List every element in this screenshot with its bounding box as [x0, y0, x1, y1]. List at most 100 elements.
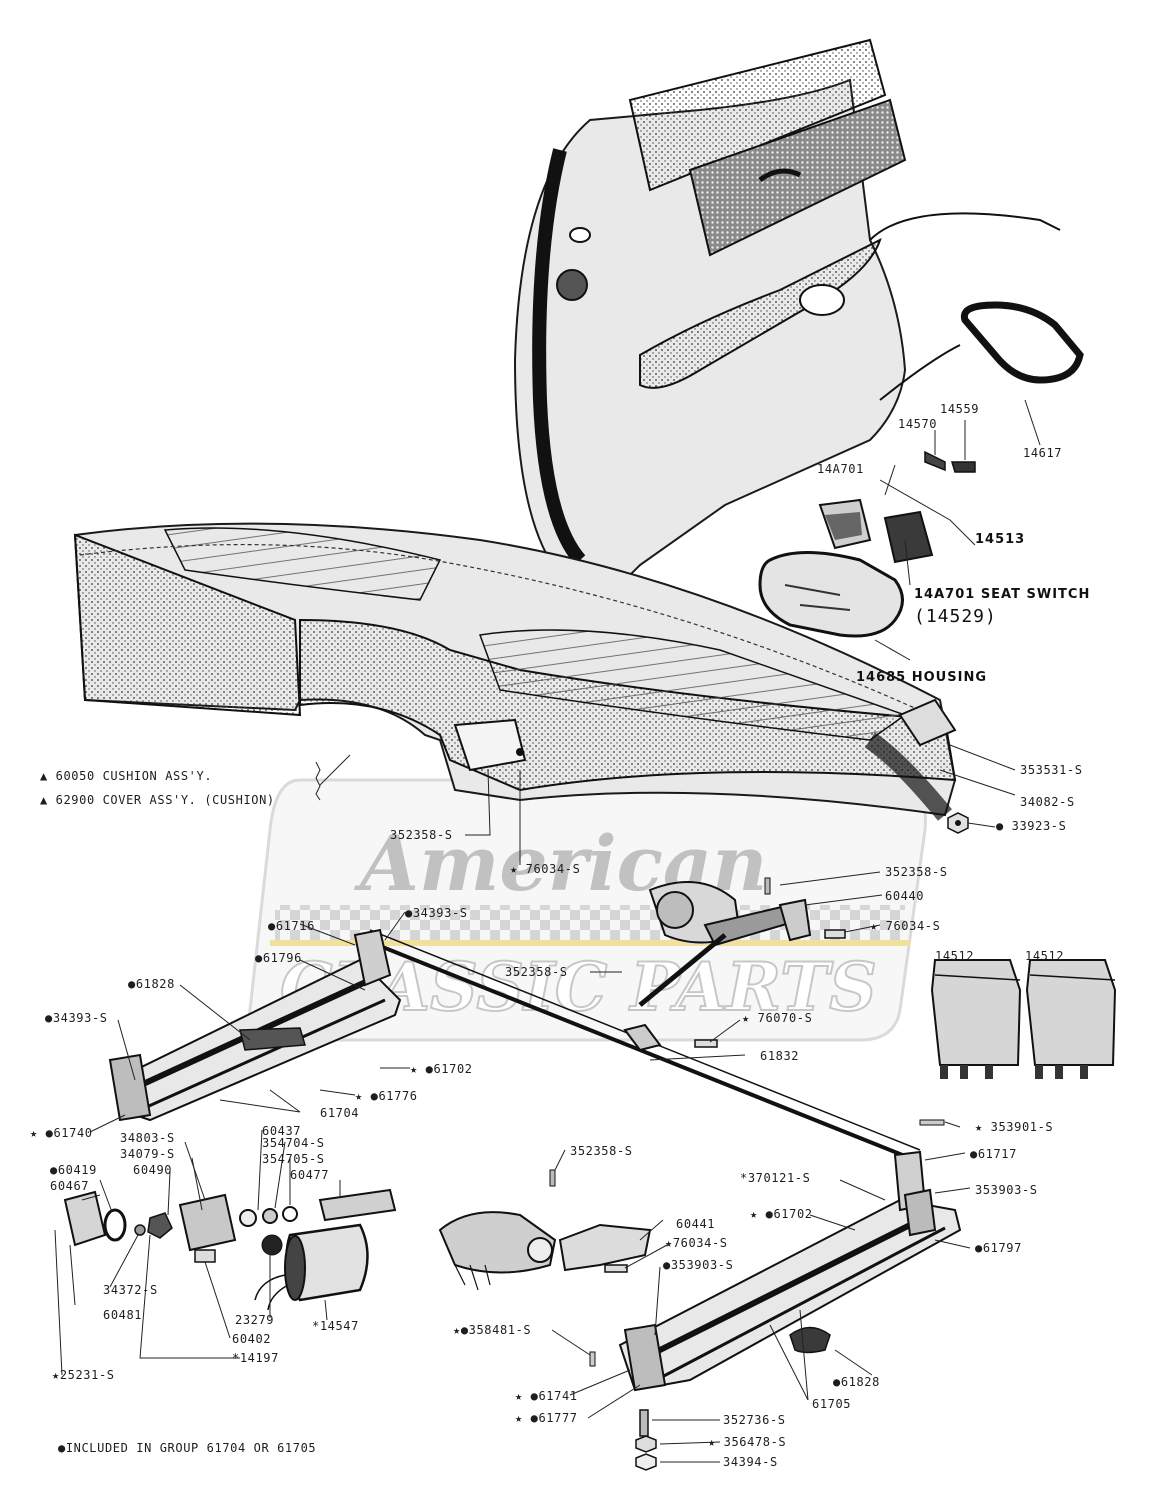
part-14513-switch-body	[883, 510, 934, 564]
label-14617: 14617	[1023, 446, 1062, 460]
part-60441-bracket	[558, 1223, 652, 1272]
label-353903-S-a: 353903-S	[975, 1183, 1038, 1197]
left-seat-track	[108, 928, 402, 1122]
door-armrest	[639, 238, 882, 389]
part-60440-bracket	[778, 898, 812, 942]
part-352358-pin-d	[549, 1169, 556, 1187]
label-14570: 14570	[898, 417, 937, 431]
part-labels: 14617 14559 14570 14A701 14513 14A701 SE…	[30, 402, 1090, 1469]
label-14512-a: 14512	[935, 949, 974, 963]
part-61828-gear-a	[239, 1027, 306, 1051]
label-34394-S: 34394-S	[723, 1455, 778, 1469]
part-14559-clip	[950, 461, 976, 473]
part-61741-riser	[623, 1323, 667, 1392]
part-76034-pin-b	[824, 929, 846, 939]
label-356478-S: ★ 356478-S	[708, 1435, 786, 1449]
label-14547: *14547	[312, 1319, 359, 1333]
label-cushion-assy: ▲ 60050 CUSHION ASS'Y.	[40, 769, 212, 783]
part-61832-cross-bar	[364, 929, 921, 1162]
label-353903-S-b: ●353903-S	[663, 1258, 733, 1272]
label-60440: 60440	[885, 889, 924, 903]
cushion-pleat-left	[163, 527, 442, 601]
part-14512-solenoid-a	[930, 959, 1022, 1079]
label-353531-S: 353531-S	[1020, 763, 1083, 777]
label-60402: 60402	[232, 1332, 271, 1346]
label-352358-S-a: 352358-S	[390, 828, 453, 842]
part-60437-housing	[178, 1193, 237, 1252]
label-61828-b: ●61828	[833, 1375, 880, 1389]
label-60490: 60490	[133, 1163, 172, 1177]
label-60477: 60477	[290, 1168, 329, 1182]
label-358481-S: ★●358481-S	[453, 1323, 531, 1337]
label-60437: 60437	[262, 1124, 301, 1138]
label-61717: ●61717	[970, 1147, 1017, 1161]
part-356478-nut	[635, 1435, 657, 1453]
label-14197: *14197	[232, 1351, 279, 1365]
label-60419: ●60419	[50, 1163, 97, 1177]
label-61741: ★ ●61741	[515, 1389, 578, 1403]
part-60481-cover	[63, 1190, 107, 1247]
label-14685-housing: 14685 HOUSING	[856, 670, 987, 685]
door-handle	[758, 168, 802, 183]
part-354705-washer	[262, 1208, 278, 1224]
part-354704-washer	[239, 1209, 257, 1227]
label-34082-S: 34082-S	[1020, 795, 1075, 809]
leader-lines	[54, 399, 1041, 1463]
gold-stripe	[270, 940, 910, 946]
part-60477-shaft	[318, 1188, 397, 1222]
label-34803-S: 34803-S	[120, 1131, 175, 1145]
seat-adjuster-center	[638, 877, 846, 1007]
label-61704: 61704	[320, 1106, 359, 1120]
door-top-rail	[628, 38, 887, 192]
part-61828-gear-b	[789, 1326, 831, 1354]
label-34393-S-a: ●34393-S	[405, 906, 468, 920]
label-61716: ●61716	[268, 919, 315, 933]
label-352358-S-d: 352358-S	[570, 1144, 633, 1158]
label-352736-S: 352736-S	[723, 1413, 786, 1427]
label-61797: ●61797	[975, 1241, 1022, 1255]
label-seat-switch: 14A701 SEAT SWITCH	[914, 587, 1090, 602]
label-61832: 61832	[760, 1049, 799, 1063]
part-353901-pin	[919, 1119, 945, 1126]
label-61702-b: ★ ●61702	[750, 1207, 813, 1221]
bottom-hardware	[635, 1409, 657, 1471]
part-60490-gear	[147, 1212, 173, 1239]
door-switch-bezel	[799, 284, 845, 316]
label-14513: 14513	[975, 532, 1025, 547]
label-353901-S: ★ 353901-S	[975, 1120, 1053, 1134]
label-25231-S: ★25231-S	[52, 1368, 115, 1382]
part-61740-riser	[108, 1053, 152, 1122]
motor-gear-assembly	[63, 1188, 397, 1311]
label-60481: 60481	[103, 1308, 142, 1322]
label-61705: 61705	[812, 1397, 851, 1411]
part-14617-bezel	[960, 301, 1084, 384]
label-23279: 23279	[235, 1313, 274, 1327]
part-23279-grommet	[261, 1234, 283, 1256]
part-358481-pin	[589, 1351, 596, 1367]
label-354705-S: 354705-S	[262, 1152, 325, 1166]
seat-front-bracket	[898, 698, 957, 747]
part-14685-housing	[758, 551, 904, 638]
label-61776: ★ ●61776	[355, 1089, 418, 1103]
cushion-pleat-right	[478, 629, 907, 741]
label-14512-b: 14512	[1025, 949, 1064, 963]
label-61796: ●61796	[255, 951, 302, 965]
label-61828-a: ●61828	[128, 977, 175, 991]
part-76034-pin-c	[604, 1264, 628, 1273]
label-34372-S: 34372-S	[103, 1283, 158, 1297]
label-370121-S: *370121-S	[740, 1171, 810, 1185]
right-seat-track	[589, 1119, 962, 1392]
footnote: ●INCLUDED IN GROUP 61704 OR 61705	[58, 1441, 316, 1455]
part-60402-bushing	[194, 1249, 216, 1263]
part-76070-pin	[694, 1039, 718, 1048]
seat-cushion	[73, 522, 957, 821]
label-352358-S-c: 352358-S	[505, 965, 568, 979]
label-33923-S: ● 33923-S	[996, 819, 1066, 833]
right-motor-assembly	[438, 1169, 652, 1291]
door-edge-trim	[532, 148, 586, 565]
label-354704-S: 354704-S	[262, 1136, 325, 1150]
label-cover-assy: ▲ 62900 COVER ASS'Y. (CUSHION)	[40, 793, 275, 807]
part-352736-stud	[639, 1409, 649, 1437]
label-14529: (14529)	[914, 606, 997, 627]
